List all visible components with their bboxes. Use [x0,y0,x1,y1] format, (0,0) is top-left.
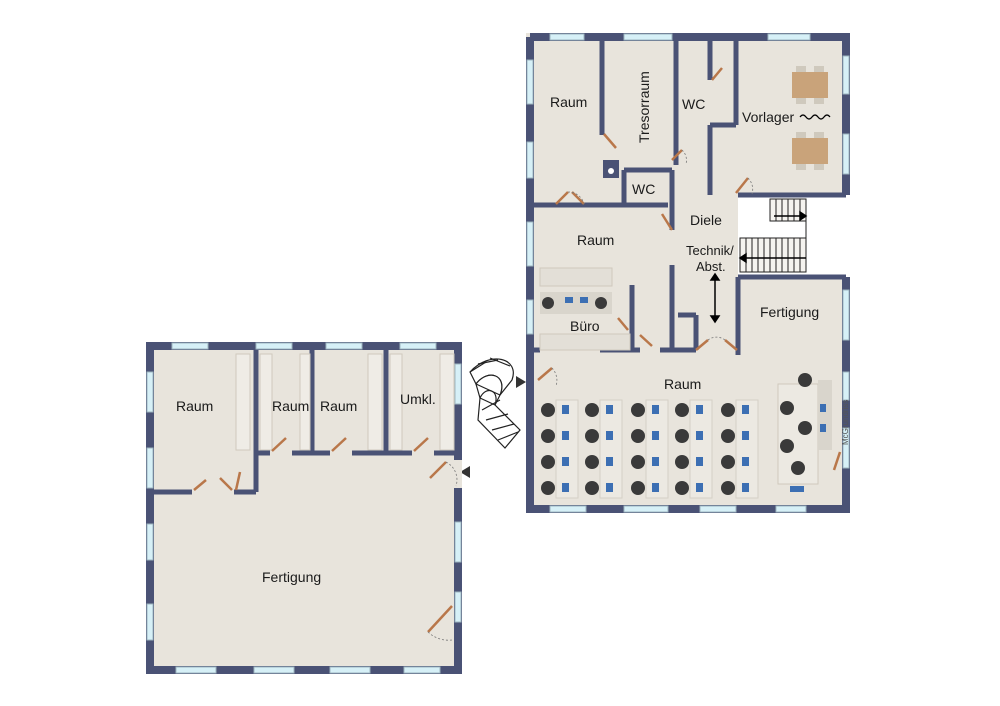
classroom-furniture [541,399,759,499]
label-technik: Technik/ [686,243,734,258]
classroom-monitor [606,405,613,414]
classroom-desk [599,399,623,499]
classroom-chair [675,455,689,469]
classroom-chair [721,403,735,417]
classroom-chair [631,455,645,469]
classroom-chair [675,403,689,417]
left-lockers [235,353,455,451]
left-doors [193,437,453,633]
right-building: Raum Tresorraum WC Vorlager WC Diele Rau… [526,33,850,513]
right-long-table [777,373,832,492]
classroom-monitor [742,457,749,466]
classroom-chair [541,481,555,495]
label-left-raum1: Raum [176,398,213,414]
right-windows [526,33,850,513]
label-umkl: Umkl. [400,391,436,407]
classroom-monitor [562,457,569,466]
left-inner-walls [150,350,458,495]
classroom-chair [585,481,599,495]
classroom-desk [735,399,759,499]
classroom-monitor [742,405,749,414]
label-diele: Diele [690,212,722,228]
classroom-monitor [696,405,703,414]
buero-furniture [539,267,631,351]
classroom-monitor [696,483,703,492]
label-left-raum2: Raum [272,398,309,414]
classroom-chair [541,455,555,469]
classroom-chair [631,403,645,417]
brand-mark: McGrundriss [841,400,850,445]
left-windows [146,342,462,674]
label-wc-small: WC [632,181,655,197]
classroom-desk [555,399,579,499]
classroom-chair [675,429,689,443]
label-raum-large: Raum [664,376,701,392]
vorlager-furniture [792,66,831,170]
label-vorlager: Vorlager [742,109,794,125]
label-raum-mid: Raum [577,232,614,248]
right-door-swings [551,149,754,387]
classroom-monitor [742,483,749,492]
spiral-staircase [469,357,521,449]
classroom-chair [631,481,645,495]
arrow-right-icon [516,376,526,388]
classroom-monitor [606,431,613,440]
label-abst: Abst. [696,259,726,274]
classroom-monitor [562,431,569,440]
classroom-monitor [652,431,659,440]
wc-fixture-bowl [608,168,614,174]
classroom-chair [585,429,599,443]
classroom-monitor [606,483,613,492]
classroom-monitor [696,431,703,440]
classroom-monitor [606,457,613,466]
classroom-chair [721,429,735,443]
classroom-monitor [652,405,659,414]
arrow-left-icon [460,466,470,478]
label-fertigung-right: Fertigung [760,304,819,320]
classroom-desk [645,399,669,499]
stair-arrows [709,210,808,324]
classroom-chair [541,429,555,443]
left-door-swings [427,461,458,641]
classroom-monitor [742,431,749,440]
classroom-chair [631,429,645,443]
classroom-chair [585,403,599,417]
classroom-chair [675,481,689,495]
left-building: Raum Raum Raum Umkl. Fertigung [146,342,462,674]
classroom-monitor [652,483,659,492]
classroom-chair [721,481,735,495]
label-raum-top-left: Raum [550,94,587,110]
classroom-monitor [562,405,569,414]
classroom-monitor [696,457,703,466]
classroom-monitor [562,483,569,492]
label-left-raum3: Raum [320,398,357,414]
classroom-monitor [652,457,659,466]
label-buero: Büro [570,318,600,334]
label-wc-top: WC [682,96,705,112]
classroom-desk [689,399,713,499]
label-tresorraum: Tresorraum [636,71,652,143]
label-fertigung-left: Fertigung [262,569,321,585]
right-doors [537,67,842,471]
classroom-chair [721,455,735,469]
classroom-chair [585,455,599,469]
right-inner-walls [530,40,846,355]
classroom-chair [541,403,555,417]
